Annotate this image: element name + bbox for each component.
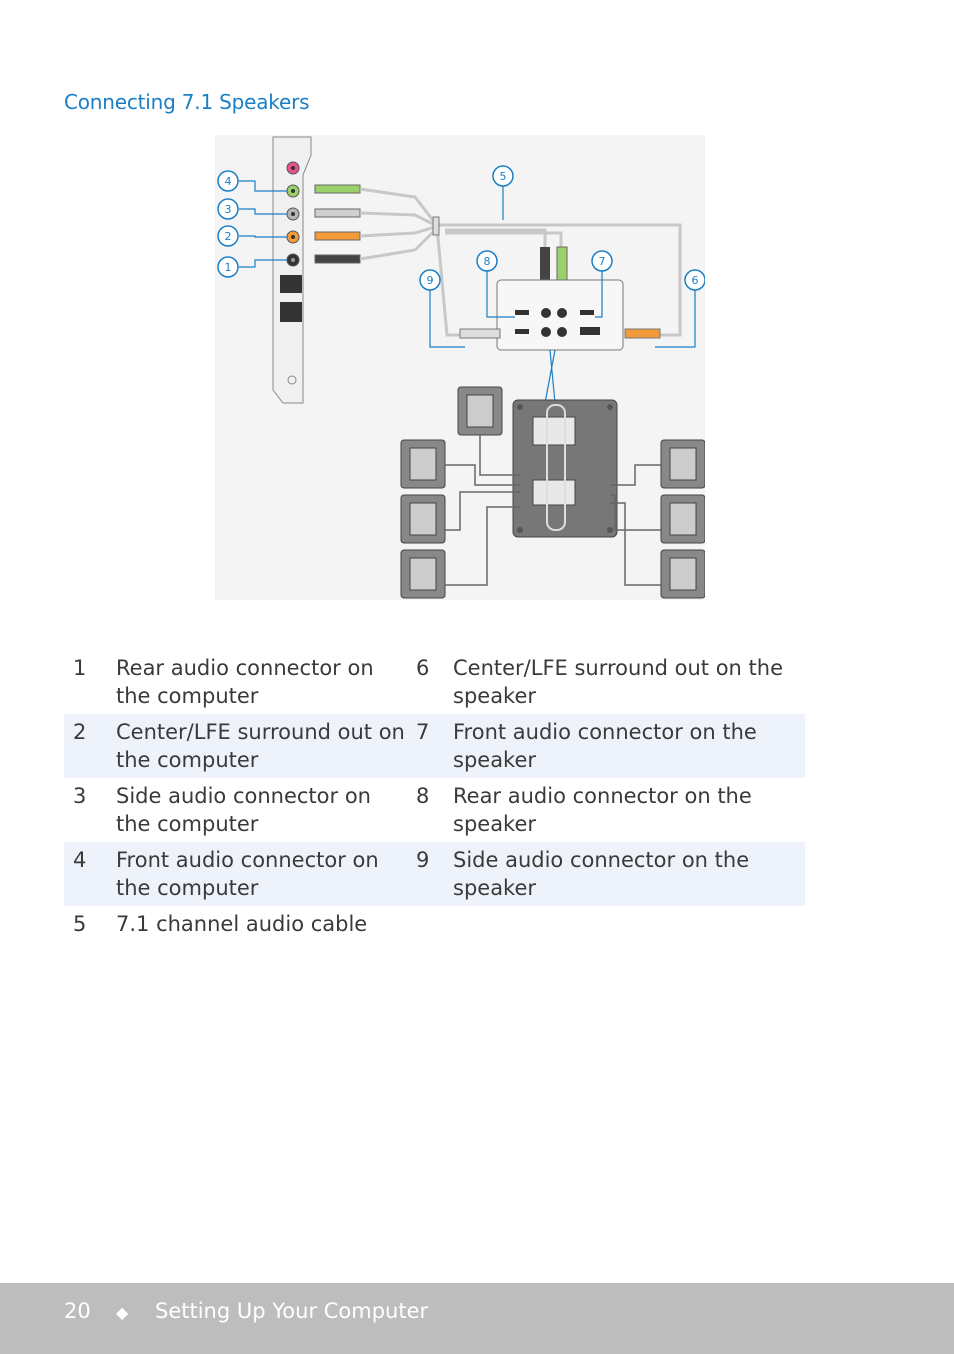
svg-text:4: 4 [225, 175, 232, 188]
callout-1: 1 [217, 256, 239, 278]
legend-row: 4 Front audio connector on the computer … [64, 842, 805, 906]
sound-card-bracket [272, 136, 312, 404]
page-title: Connecting 7.1 Speakers [64, 90, 310, 114]
legend-number: 9 [408, 842, 453, 906]
callout-3: 3 [217, 198, 239, 220]
svg-text:8: 8 [484, 255, 491, 268]
legend-number: 4 [64, 842, 116, 906]
satellite-speakers [400, 386, 705, 599]
legend-number [408, 906, 453, 943]
speaker-right-3 [660, 549, 705, 599]
callout-2: 2 [217, 225, 239, 247]
callout-6: 6 [684, 269, 705, 291]
legend-number: 8 [416, 784, 430, 808]
legend-text: Front audio connector on the computer [116, 842, 408, 906]
legend-number: 3 [73, 784, 87, 808]
callout-7: 7 [591, 250, 613, 272]
legend-number: 1 [73, 656, 87, 680]
legend-text: 7.1 channel audio cable [116, 912, 368, 936]
page-number: 20 [64, 1299, 91, 1323]
legend-number: 6 [416, 656, 430, 680]
legend-row: 2 Center/LFE surround out on the compute… [64, 714, 805, 778]
legend-text: Center/LFE surround out on the computer [116, 714, 408, 778]
speaker-left-1 [400, 439, 446, 489]
speaker-top [457, 386, 503, 436]
legend-number: 2 [64, 714, 116, 778]
svg-text:1: 1 [225, 261, 232, 274]
speaker-right-1 [660, 439, 705, 489]
legend-text: Side audio connector on the computer [116, 784, 371, 836]
speaker-right-2 [660, 494, 705, 544]
legend-row: 3 Side audio connector on the computer 8… [64, 778, 805, 842]
page-footer: 20 ◆ Setting Up Your Computer [0, 1283, 954, 1354]
legend-text: Side audio connector on the speaker [453, 842, 805, 906]
svg-text:3: 3 [225, 203, 232, 216]
legend-text: Rear audio connector on the computer [116, 656, 374, 708]
callout-labels: 4 3 2 1 5 8 7 9 6 [217, 165, 705, 291]
callout-4: 4 [217, 170, 239, 192]
cable-bundle [359, 187, 682, 337]
speaker-input-panel [496, 279, 624, 351]
svg-text:7: 7 [599, 255, 606, 268]
legend-row: 1 Rear audio connector on the computer 6… [64, 650, 805, 714]
legend-text: Center/LFE surround out on the speaker [453, 656, 784, 708]
callout-5: 5 [492, 165, 514, 187]
legend-number: 7 [408, 714, 453, 778]
legend-number: 5 [73, 912, 87, 936]
legend-text [453, 906, 805, 943]
callout-9: 9 [419, 269, 441, 291]
speaker-left-2 [400, 494, 446, 544]
speaker-wires [445, 435, 661, 586]
diamond-icon: ◆ [116, 1303, 129, 1322]
subwoofer [512, 399, 618, 538]
speaker-left-3 [400, 549, 446, 599]
svg-text:6: 6 [692, 274, 699, 287]
svg-text:5: 5 [500, 170, 507, 183]
svg-text:2: 2 [225, 230, 232, 243]
legend-text: Front audio connector on the speaker [453, 714, 805, 778]
svg-text:9: 9 [427, 274, 434, 287]
legend-table: 1 Rear audio connector on the computer 6… [64, 650, 805, 943]
legend-text: Rear audio connector on the speaker [453, 784, 752, 836]
speaker-connection-diagram: 4 3 2 1 5 8 7 9 6 [215, 135, 705, 600]
section-title: Setting Up Your Computer [155, 1299, 429, 1323]
callout-8: 8 [476, 250, 498, 272]
legend-row: 5 7.1 channel audio cable [64, 906, 805, 943]
